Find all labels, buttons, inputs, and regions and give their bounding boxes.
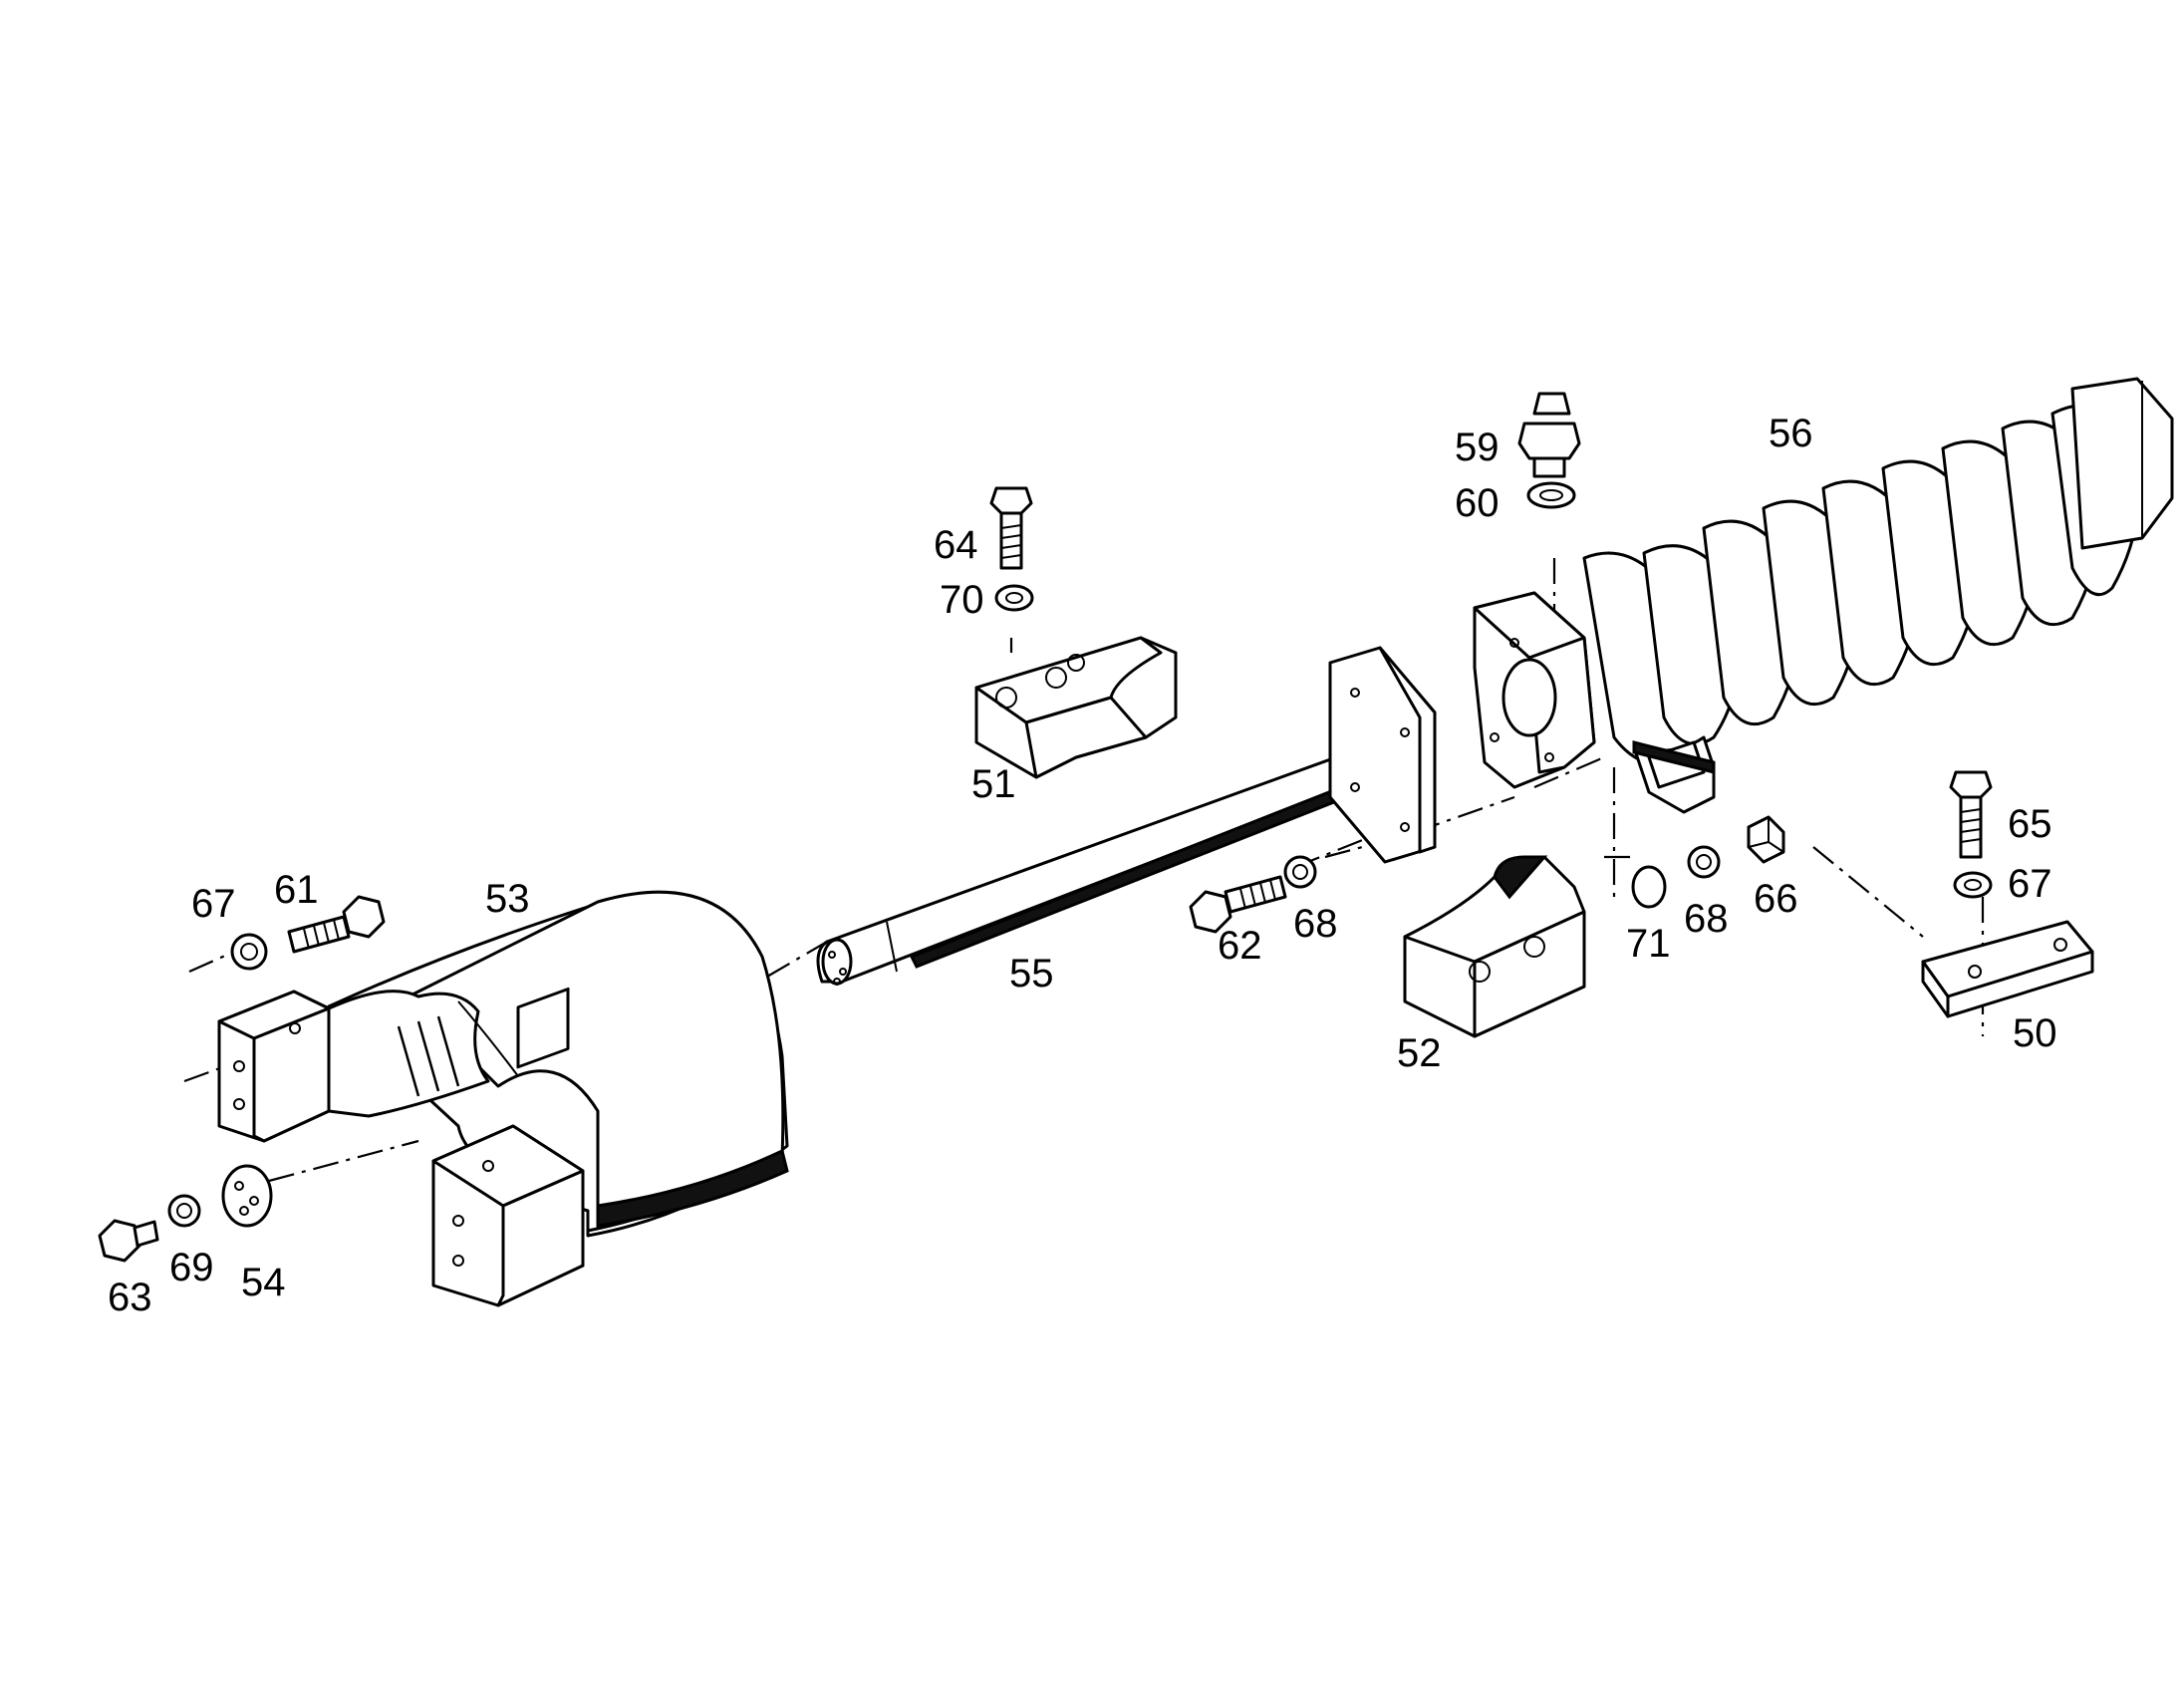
callout-68-middle: 68: [1293, 902, 1338, 946]
spring-part-56: [1473, 377, 2174, 814]
washer-68-middle: [1283, 855, 1317, 889]
callout-68-right: 68: [1684, 897, 1729, 941]
retainer-plate-54: [221, 1164, 273, 1228]
lock-washer-70: [994, 584, 1034, 612]
callout-53: 53: [485, 877, 530, 921]
callout-69: 69: [169, 1246, 214, 1289]
callout-56: 56: [1769, 412, 1813, 455]
bolt-63: [98, 1219, 159, 1263]
block-part-51: [974, 636, 1178, 779]
callout-50: 50: [2013, 1011, 2057, 1055]
callout-51: 51: [971, 762, 1016, 806]
callout-71: 71: [1626, 922, 1671, 966]
callout-62: 62: [1218, 924, 1262, 968]
callout-65: 65: [2008, 802, 2052, 846]
nut-66: [1747, 815, 1785, 864]
washer-68-right: [1687, 845, 1721, 879]
callout-60: 60: [1455, 481, 1500, 525]
lock-washer-67-right: [1953, 871, 1993, 899]
grease-fitting-59: [1517, 392, 1581, 478]
callout-59: 59: [1455, 426, 1500, 469]
bolt-64: [989, 486, 1033, 570]
block-part-52: [1403, 855, 1586, 1038]
shaft-part-55: [816, 646, 1437, 986]
plate-part-50: [1921, 920, 2094, 1018]
washer-60: [1526, 481, 1576, 509]
callout-labels: 50 51 52 53 54 55 56 59 60 61 62 63 64 6…: [108, 412, 2057, 1319]
washer-69: [167, 1194, 201, 1228]
housing-part-53: [217, 890, 789, 1307]
callout-61: 61: [274, 868, 319, 912]
callout-52: 52: [1397, 1031, 1442, 1075]
callout-70: 70: [940, 578, 984, 622]
callout-63: 63: [108, 1276, 152, 1319]
lock-washer-67-left: [230, 933, 268, 971]
washer-71: [1631, 865, 1667, 909]
callout-67-left: 67: [191, 882, 236, 926]
bolt-65: [1949, 770, 1993, 859]
bolt-61: [287, 895, 386, 954]
callout-66: 66: [1754, 877, 1798, 921]
callout-64: 64: [934, 523, 978, 567]
callout-55: 55: [1009, 952, 1054, 995]
callout-67-right: 67: [2008, 862, 2052, 906]
bolt-62: [1189, 875, 1287, 934]
callout-54: 54: [241, 1261, 286, 1304]
